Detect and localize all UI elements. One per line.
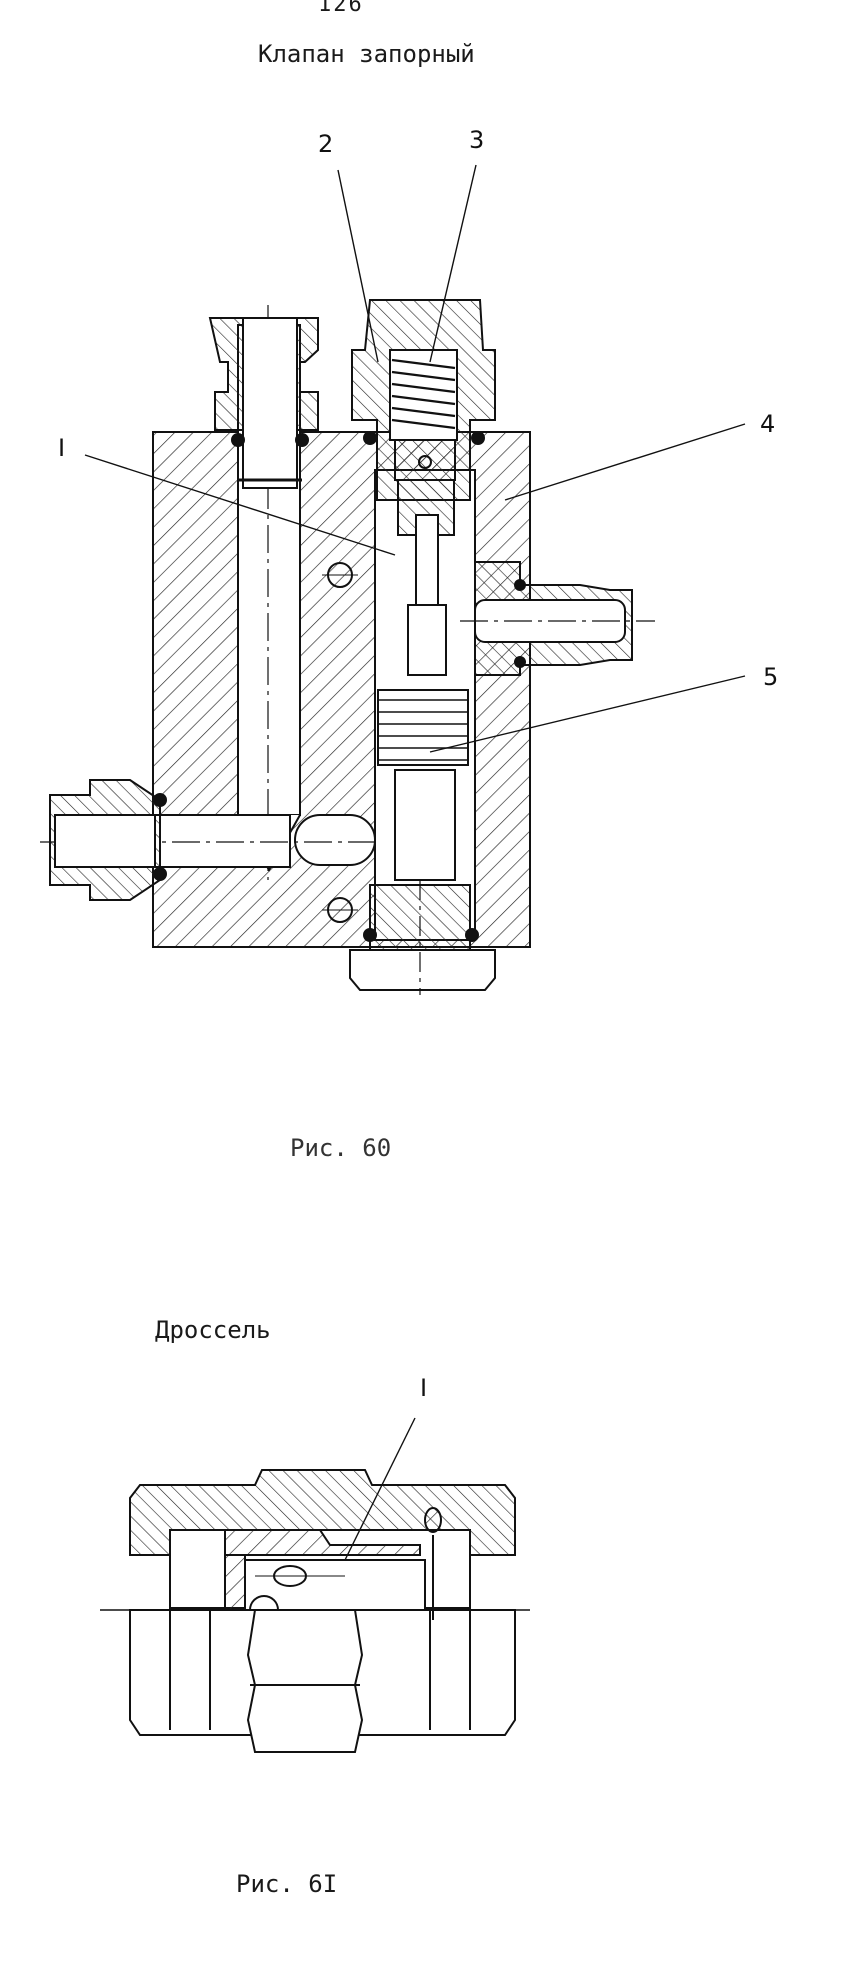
figure-60-caption: Рис. 60 <box>290 1134 392 1162</box>
shutoff-valve-drawing <box>40 164 746 995</box>
callout-3: 3 <box>469 126 484 154</box>
callout-I: I <box>58 434 65 462</box>
figure-60-title: Клапан запорный <box>258 40 475 68</box>
callout-4: 4 <box>760 410 775 438</box>
figure-61-title: Дроссель <box>155 1316 271 1344</box>
throttle-drawing <box>100 1417 530 1753</box>
callout-I-fig61: I <box>420 1374 427 1402</box>
page-number: 126 <box>318 0 364 17</box>
callout-5: 5 <box>763 663 778 691</box>
figure-61-caption: Рис. 6I <box>236 1870 338 1898</box>
callout-2: 2 <box>318 130 333 158</box>
